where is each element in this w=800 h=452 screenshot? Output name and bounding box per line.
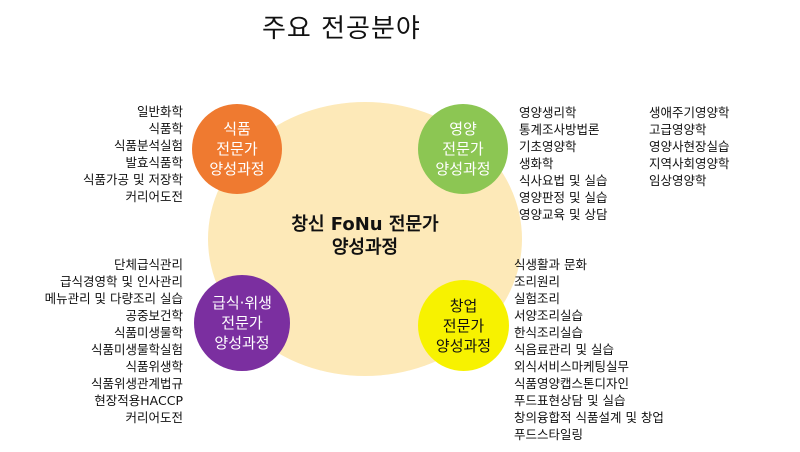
course-item: 커리어도전 <box>125 189 183 204</box>
startup-expert-circle: 창업 전문가 양성과정 <box>418 280 509 371</box>
course-item: 식품미생물학실험 <box>90 342 183 357</box>
center-label-line-1: 창신 FoNu 전문가 <box>291 214 439 235</box>
course-item: 고급영양학 <box>649 122 707 137</box>
circle-label-line: 전문가 <box>442 140 484 158</box>
course-item: 식품미생물학 <box>113 325 183 340</box>
course-item: 기초영양학 <box>519 139 577 154</box>
course-item: 식품위생학 <box>125 359 183 374</box>
course-item: 창의융합적 식품설계 및 창업 <box>514 410 664 425</box>
center-label-line-2: 양성과정 <box>331 237 399 258</box>
circle-label-line: 급식·위생 <box>212 294 272 312</box>
page-title: 주요 전공분야 <box>262 14 421 44</box>
course-item: 한식조리실습 <box>514 325 584 340</box>
course-item: 식품가공 및 저장학 <box>83 172 183 187</box>
course-item: 푸드표현상담 및 실습 <box>514 393 626 408</box>
circle-label-line: 영양 <box>449 120 477 138</box>
course-item: 일반화학 <box>136 104 183 119</box>
course-item: 영양교육 및 상담 <box>519 207 608 222</box>
course-item: 지역사회영양학 <box>649 156 730 171</box>
course-item: 식품위생관계법규 <box>90 376 183 391</box>
circle-label-line: 양성과정 <box>435 336 492 355</box>
course-item: 식음료관리 및 실습 <box>514 342 614 357</box>
course-item: 통계조사방법론 <box>519 122 600 137</box>
course-item: 식품영양캡스톤디자인 <box>514 376 630 391</box>
nutrition-expert-circle: 영양 전문가 양성과정 <box>418 104 508 194</box>
course-item: 급식경영학 및 인사관리 <box>60 274 183 289</box>
circle-label-line: 전문가 <box>442 316 485 335</box>
course-item: 외식서비스마케팅실무 <box>514 359 630 374</box>
course-item: 영양생리학 <box>519 105 577 120</box>
course-item: 커리어도전 <box>125 410 183 425</box>
course-item: 발효식품학 <box>125 155 183 170</box>
circle-label-line: 전문가 <box>216 140 258 158</box>
course-item: 실험조리 <box>514 291 561 306</box>
circle-label-line: 양성과정 <box>214 334 270 352</box>
course-item: 임상영양학 <box>649 173 707 188</box>
course-item: 생애주기영양학 <box>649 105 730 120</box>
course-item: 서양조리실습 <box>514 308 584 323</box>
course-item: 식사요법 및 실습 <box>519 173 608 188</box>
meal-hygiene-expert-circle: 급식·위생 전문가 양성과정 <box>194 275 290 371</box>
course-item: 영양사현장실습 <box>649 139 730 154</box>
circle-label-line: 창업 <box>449 296 478 315</box>
course-item: 단체급식관리 <box>113 257 183 272</box>
course-item: 식품분석실험 <box>113 138 183 153</box>
course-item: 현장적용HACCP <box>94 393 183 408</box>
circle-label-line: 전문가 <box>221 314 263 332</box>
course-item: 공중보건학 <box>125 308 183 323</box>
course-item: 영양판정 및 실습 <box>519 190 608 205</box>
circle-label-line: 식품 <box>223 120 251 138</box>
circle-label-line: 양성과정 <box>209 160 265 178</box>
center-label: 창신 FoNu 전문가 양성과정 <box>230 213 500 259</box>
course-item: 메뉴관리 및 다량조리 실습 <box>44 291 183 306</box>
course-item: 생화학 <box>519 156 554 171</box>
course-item: 푸드스타일링 <box>514 427 584 442</box>
food-expert-circle: 식품 전문가 양성과정 <box>192 104 282 194</box>
course-item: 식생활과 문화 <box>514 257 587 272</box>
course-item: 조리원리 <box>514 274 561 289</box>
circle-label-line: 양성과정 <box>435 160 491 178</box>
course-item: 식품학 <box>148 121 183 136</box>
